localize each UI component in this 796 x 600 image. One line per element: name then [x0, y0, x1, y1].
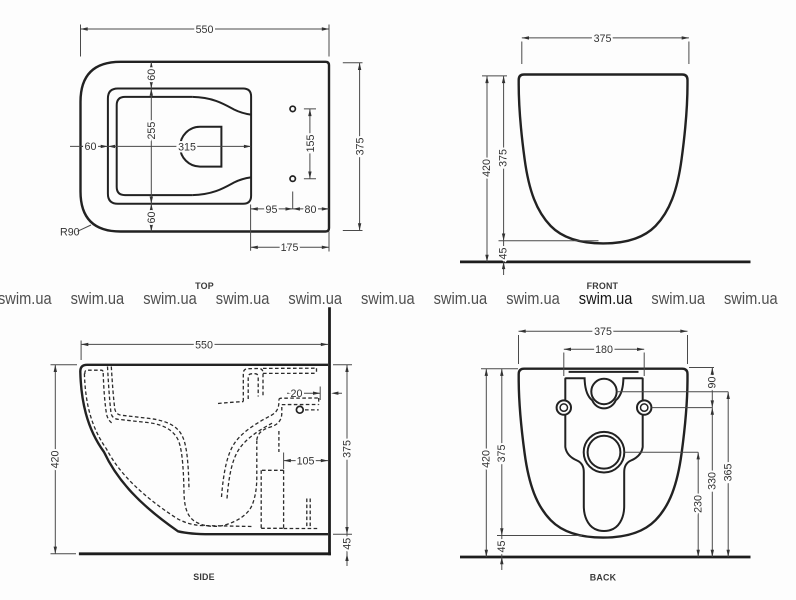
svg-text:45: 45	[498, 248, 510, 260]
svg-text:330: 330	[706, 472, 718, 490]
svg-text:TOP: TOP	[195, 281, 214, 291]
svg-text:swim.ua: swim.ua	[0, 290, 52, 308]
svg-text:175: 175	[281, 242, 299, 254]
svg-text:365: 365	[722, 464, 734, 482]
svg-text:swim.ua: swim.ua	[288, 290, 342, 308]
svg-text:420: 420	[50, 451, 62, 469]
svg-text:375: 375	[342, 440, 354, 458]
svg-text:swim.ua: swim.ua	[434, 290, 488, 308]
svg-text:swim.ua: swim.ua	[361, 290, 415, 308]
svg-text:375: 375	[498, 149, 510, 167]
svg-text:swim.ua: swim.ua	[216, 290, 270, 308]
svg-text:550: 550	[195, 339, 213, 351]
svg-text:60: 60	[146, 69, 158, 81]
svg-text:R90: R90	[60, 227, 80, 239]
svg-text:swim.ua: swim.ua	[143, 290, 197, 308]
svg-text:swim.ua: swim.ua	[71, 290, 125, 308]
svg-text:420: 420	[480, 450, 492, 468]
svg-text:60: 60	[85, 141, 97, 153]
svg-text:550: 550	[196, 24, 214, 36]
svg-text:FRONT: FRONT	[587, 281, 619, 291]
svg-text:180: 180	[595, 344, 613, 356]
svg-text:swim.ua: swim.ua	[724, 290, 778, 308]
svg-text:45: 45	[342, 538, 354, 550]
svg-text:420: 420	[481, 159, 493, 177]
svg-text:swim.ua: swim.ua	[579, 290, 633, 308]
svg-text:255: 255	[146, 122, 158, 140]
svg-text:swim.ua: swim.ua	[651, 290, 705, 308]
svg-text:375: 375	[594, 33, 612, 45]
svg-text:45: 45	[496, 541, 508, 553]
svg-text:375: 375	[594, 326, 612, 338]
svg-text:375: 375	[355, 138, 367, 156]
svg-text:SIDE: SIDE	[193, 572, 215, 582]
svg-text:230: 230	[692, 495, 704, 513]
svg-text:375: 375	[496, 445, 508, 463]
svg-text:90: 90	[706, 377, 718, 389]
svg-text:95: 95	[266, 204, 278, 216]
svg-text:155: 155	[305, 135, 317, 153]
svg-text:swim.ua: swim.ua	[506, 290, 560, 308]
svg-text:60: 60	[146, 212, 158, 224]
svg-text:80: 80	[305, 204, 317, 216]
svg-text:BACK: BACK	[590, 573, 617, 583]
svg-text:105: 105	[297, 456, 315, 468]
svg-text:315: 315	[178, 141, 196, 153]
